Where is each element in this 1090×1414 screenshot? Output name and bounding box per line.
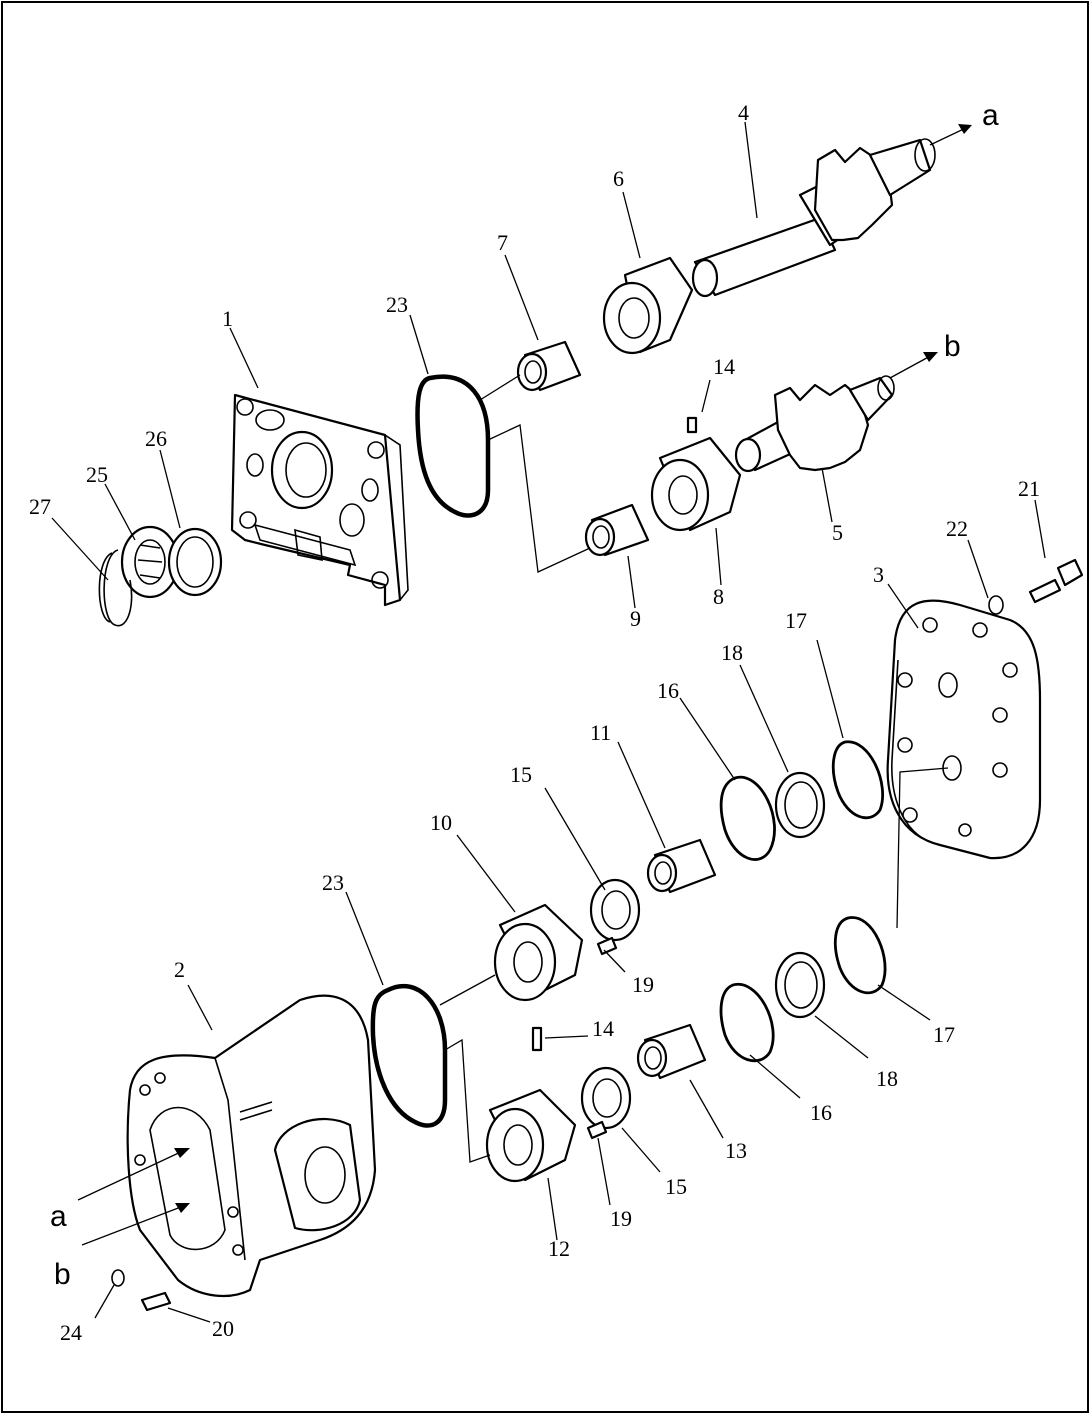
part-14-dowel-pin-upper <box>686 416 698 434</box>
callout-24: 24 <box>60 1320 82 1345</box>
part-2-gear-case <box>126 994 377 1297</box>
callout-13: 13 <box>725 1138 747 1163</box>
part-15-thrust-plate-upper <box>589 878 641 942</box>
callout-23-upper: 23 <box>386 292 408 317</box>
callout-16-upper: 16 <box>657 678 679 703</box>
callout-7: 7 <box>497 230 508 255</box>
part-19-pin-lower <box>586 1120 608 1140</box>
part-5-driven-gear <box>734 375 895 473</box>
callout-18-lower: 18 <box>876 1066 898 1091</box>
reference-letters: a b a b <box>50 99 999 1291</box>
part-7-bushing <box>516 340 582 392</box>
callout-3: 3 <box>873 562 884 587</box>
reference-b-bottom: b <box>54 1258 71 1291</box>
callout-20: 20 <box>212 1316 234 1341</box>
part-22-washer <box>988 595 1004 615</box>
part-6-bearing-block <box>602 256 694 355</box>
part-23-o-ring-upper <box>415 374 491 518</box>
reference-b-top: b <box>944 330 961 363</box>
arrow-head-a-top <box>958 124 972 134</box>
callout-10: 10 <box>430 810 452 835</box>
part-26-oil-seal <box>167 527 223 597</box>
part-20-dowel-pin <box>140 1291 172 1312</box>
part-8-bearing-block <box>650 436 742 532</box>
callout-2: 2 <box>174 957 185 982</box>
callout-17-upper: 17 <box>785 608 807 633</box>
callout-21: 21 <box>1018 476 1040 501</box>
part-4-drive-shaft-gear <box>691 138 936 298</box>
callout-22: 22 <box>946 516 968 541</box>
part-17-seal-upper <box>831 740 885 820</box>
part-24-o-ring <box>111 1269 125 1287</box>
callout-8: 8 <box>713 584 724 609</box>
callout-16-lower: 16 <box>810 1100 832 1125</box>
part-18-backup-ring-lower <box>774 951 826 1019</box>
callout-18-upper: 18 <box>721 640 743 665</box>
callout-15-upper: 15 <box>510 762 532 787</box>
part-17-seal-lower <box>833 916 887 995</box>
arrow-head-b-top <box>923 352 938 362</box>
callout-5: 5 <box>832 520 843 545</box>
part-3-rear-cover <box>886 599 1042 860</box>
part-19-pin-upper <box>596 936 618 956</box>
callout-14-lower: 14 <box>592 1016 614 1041</box>
callout-1: 1 <box>222 306 233 331</box>
callout-23-lower: 23 <box>322 870 344 895</box>
callout-26: 26 <box>145 426 167 451</box>
arrow-head-a-bottom <box>174 1148 190 1158</box>
callout-4: 4 <box>738 100 749 125</box>
part-21-bolt <box>1028 558 1084 604</box>
part-23-o-ring-lower <box>370 983 448 1128</box>
callout-12: 12 <box>548 1236 570 1261</box>
callout-19-upper: 19 <box>632 972 654 997</box>
part-15-thrust-plate-lower <box>580 1066 632 1130</box>
callout-25: 25 <box>86 462 108 487</box>
callout-6: 6 <box>613 166 624 191</box>
part-16-seal-lower <box>719 982 775 1063</box>
reference-a-top: a <box>982 99 999 132</box>
part-25-bearing <box>120 525 180 599</box>
part-9-bushing <box>584 503 650 557</box>
part-12-bearing-block <box>485 1088 577 1183</box>
part-13-bushing <box>636 1023 707 1080</box>
part-10-bearing-block <box>493 903 584 1002</box>
reference-arrows <box>77 124 972 1246</box>
callout-11: 11 <box>590 720 611 745</box>
callout-15-lower: 15 <box>665 1174 687 1199</box>
reference-a-bottom: a <box>50 1200 67 1233</box>
part-18-backup-ring-upper <box>774 771 826 839</box>
callout-19-lower: 19 <box>610 1206 632 1231</box>
part-1-front-cover <box>230 393 409 607</box>
callout-27: 27 <box>29 494 51 519</box>
callout-9: 9 <box>630 606 641 631</box>
callout-17-lower: 17 <box>933 1022 955 1047</box>
part-16-seal-upper <box>719 775 776 861</box>
part-27-snap-ring <box>98 549 133 627</box>
arrow-head-b-bottom <box>175 1203 190 1213</box>
callout-14-upper: 14 <box>713 354 735 379</box>
part-11-bushing <box>646 838 717 894</box>
part-14-dowel-pin-lower <box>531 1026 543 1052</box>
callout-labels: 1 2 3 4 5 6 7 8 9 10 11 12 13 14 14 15 1… <box>29 100 1040 1345</box>
leader-lines <box>51 121 1046 1323</box>
